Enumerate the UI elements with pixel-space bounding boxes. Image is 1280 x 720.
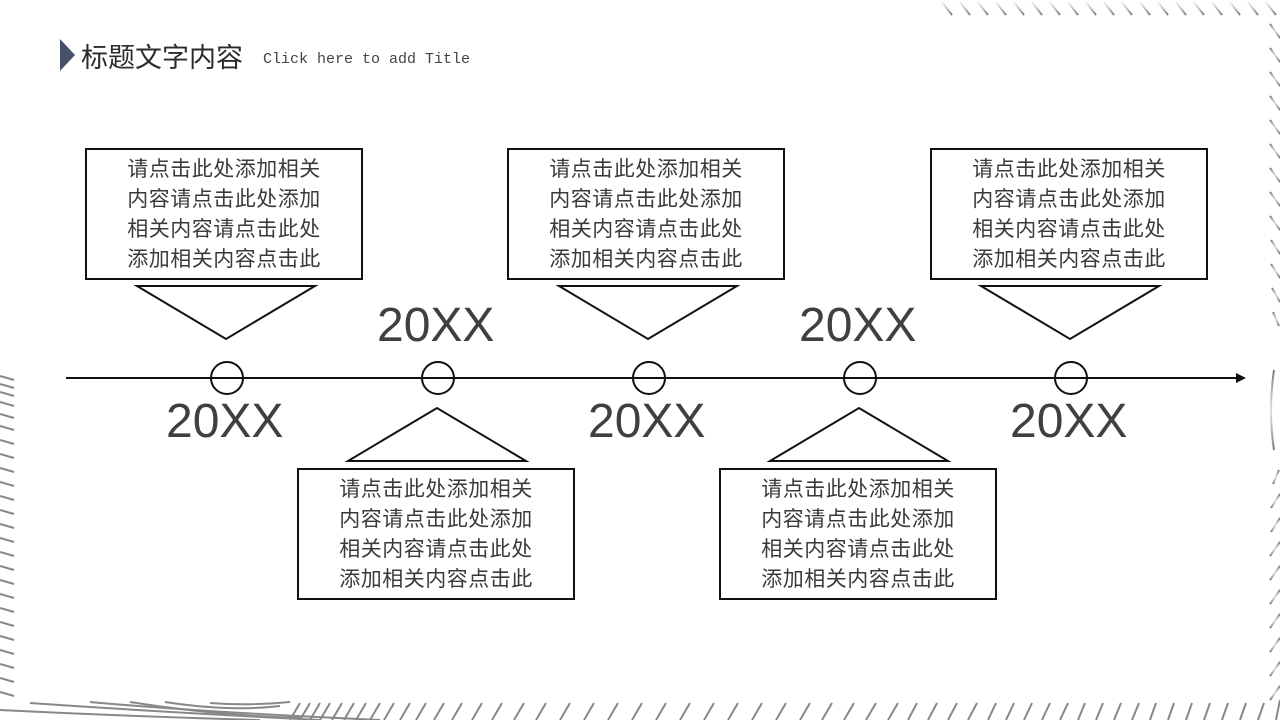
callout-box-2[interactable]: 请点击此处添加相关 内容请点击此处添加 相关内容请点击此处 添加相关内容点击此	[297, 468, 575, 600]
year-label-3[interactable]: 20XX	[588, 395, 706, 448]
callout-box-1[interactable]: 请点击此处添加相关 内容请点击此处添加 相关内容请点击此处 添加相关内容点击此	[85, 148, 363, 280]
year-label-2[interactable]: 20XX	[377, 299, 495, 352]
callout-text-line: 请点击此处添加相关	[549, 157, 743, 181]
callout-text-line: 请点击此处添加相关	[761, 477, 955, 501]
callout-text-line: 请点击此处添加相关	[339, 477, 533, 501]
callout-text-line: 请点击此处添加相关	[972, 157, 1166, 181]
callout-text-line: 内容请点击此处添加	[549, 187, 743, 211]
callout-text-line: 请点击此处添加相关	[127, 157, 321, 181]
callout-text-line: 添加相关内容点击此	[972, 247, 1166, 271]
callout-text-line: 相关内容请点击此处	[761, 537, 955, 561]
slide-title[interactable]: 标题文字内容 Click here to add Title	[60, 38, 471, 74]
title-arrow-icon	[60, 39, 75, 71]
year-label-1[interactable]: 20XX	[166, 395, 284, 448]
callout-text-line: 相关内容请点击此处	[549, 217, 743, 241]
callout-text-line: 内容请点击此处添加	[972, 187, 1166, 211]
callout-text-line: 相关内容请点击此处	[339, 537, 533, 561]
callout-pointer-1	[133, 285, 319, 341]
callout-text-line: 添加相关内容点击此	[339, 567, 533, 591]
callout-text-line: 相关内容请点击此处	[127, 217, 321, 241]
callout-pointer-3	[555, 285, 741, 341]
year-label-4[interactable]: 20XX	[799, 299, 917, 352]
callout-text-line: 内容请点击此处添加	[761, 507, 955, 531]
callout-text-line: 添加相关内容点击此	[127, 247, 321, 271]
callout-text-line: 相关内容请点击此处	[972, 217, 1166, 241]
callout-text-line: 添加相关内容点击此	[761, 567, 955, 591]
callout-box-3[interactable]: 请点击此处添加相关 内容请点击此处添加 相关内容请点击此处 添加相关内容点击此	[507, 148, 785, 280]
callout-box-4[interactable]: 请点击此处添加相关 内容请点击此处添加 相关内容请点击此处 添加相关内容点击此	[719, 468, 997, 600]
callout-pointer-4	[766, 406, 952, 462]
year-label-5[interactable]: 20XX	[1010, 395, 1128, 448]
callout-text-line: 内容请点击此处添加	[127, 187, 321, 211]
axis-arrowhead-icon	[1236, 373, 1246, 383]
callout-text-line: 内容请点击此处添加	[339, 507, 533, 531]
callout-pointer-2	[344, 406, 530, 462]
callout-pointer-5	[977, 285, 1163, 341]
title-chinese[interactable]: 标题文字内容	[81, 42, 243, 74]
callout-box-5[interactable]: 请点击此处添加相关 内容请点击此处添加 相关内容请点击此处 添加相关内容点击此	[930, 148, 1208, 280]
callout-text-line: 添加相关内容点击此	[549, 247, 743, 271]
title-english[interactable]: Click here to add Title	[263, 50, 471, 68]
